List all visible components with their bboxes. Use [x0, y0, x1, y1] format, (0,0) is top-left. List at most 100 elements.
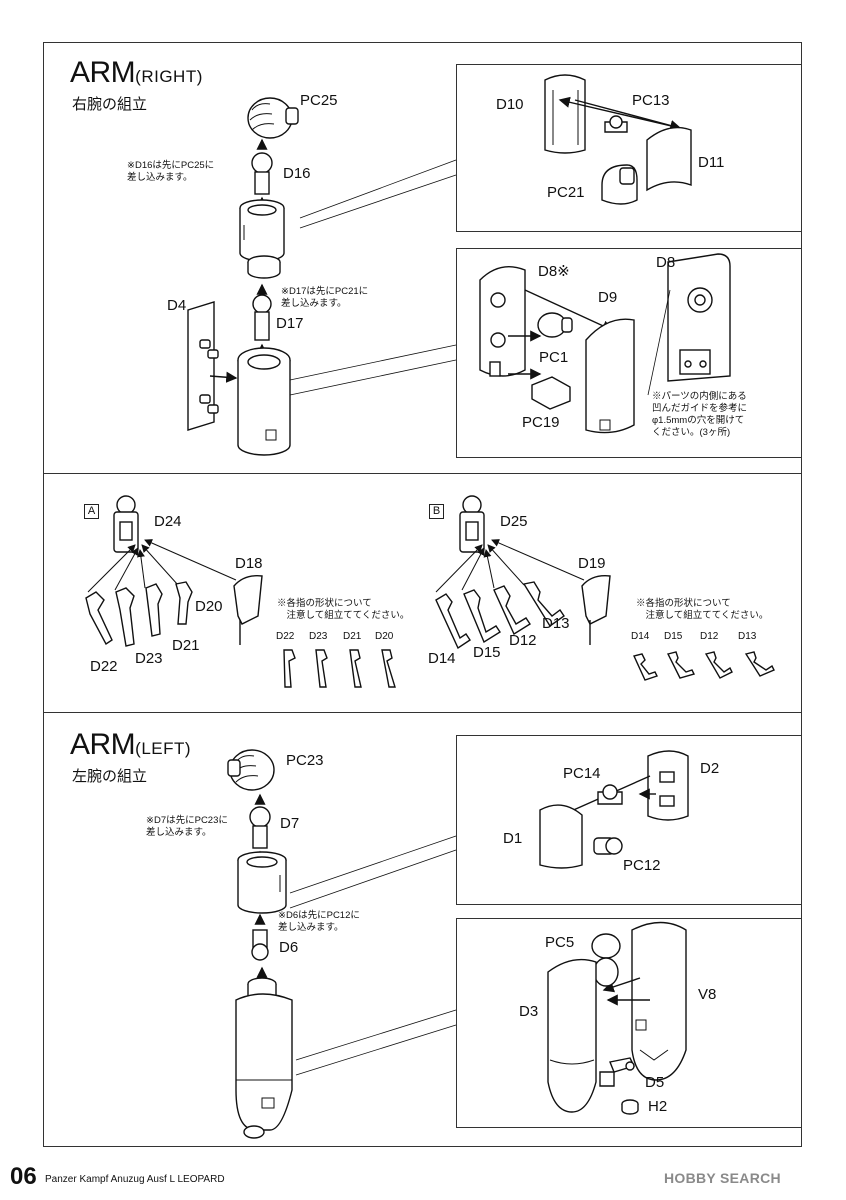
label-h2: H2	[648, 1098, 668, 1115]
h2-part	[621, 1099, 639, 1115]
label-pc14: PC14	[563, 765, 601, 782]
d3-shell	[547, 958, 597, 1113]
detail-box-d3-v8	[456, 918, 802, 1128]
watermark-logo: HOBBY SEARCH	[664, 1170, 781, 1186]
pc12-part	[593, 837, 623, 855]
d10-shell	[544, 74, 586, 154]
d8-shell	[479, 266, 526, 377]
finger-label-a-2: D21	[343, 631, 362, 642]
note-hand-b: ※各指の形状について 注意して組立ててください。	[636, 598, 769, 621]
note-d16: ※D16は先にPC25に 差し込みます。	[127, 160, 215, 183]
forearm-right	[237, 347, 291, 456]
d9-shell	[585, 318, 635, 434]
pc19-part	[531, 376, 571, 410]
hand-b-palm	[459, 495, 485, 553]
label-d10: D10	[496, 96, 524, 113]
finger-label-b-2: D12	[700, 631, 719, 642]
note-d6: ※D6は先にPC12に 差し込みます。	[278, 910, 360, 933]
label-d16: D16	[283, 165, 311, 182]
label-pc5: PC5	[545, 934, 575, 951]
label-d14: D14	[428, 650, 456, 667]
hand-b-box: B	[429, 504, 444, 519]
detail-box-d8-d9	[456, 248, 802, 458]
section-title-right-arm: ARM(RIGHT)	[70, 56, 203, 89]
d1-shell	[539, 804, 583, 869]
finger-label-b-0: D14	[631, 631, 650, 642]
v8-shell	[631, 921, 687, 1081]
page-frame	[43, 42, 802, 1147]
d2-shell	[647, 750, 689, 821]
finger-views-a	[283, 649, 396, 688]
d5-part	[599, 1057, 635, 1087]
label-d15: D15	[473, 644, 501, 661]
label-d1: D1	[503, 830, 523, 847]
label-pc1: PC1	[539, 349, 569, 366]
d8-inner-view	[647, 253, 731, 396]
note-d7: ※D7は先にPC23に 差し込みます。	[146, 815, 228, 838]
label-d8-mark: D8※	[538, 263, 570, 280]
note-hand-a: ※各指の形状について 注意して組立ててください。	[277, 598, 410, 621]
label-d3: D3	[519, 1003, 539, 1020]
detail-box-d10-d11	[456, 64, 802, 232]
label-d11: D11	[698, 154, 725, 171]
hand-a-palm	[113, 495, 139, 553]
label-pc25: PC25	[300, 92, 338, 109]
hand-a-thumb-d18	[233, 575, 263, 645]
label-d18: D18	[235, 555, 263, 572]
detail-box-d1-d2	[456, 735, 802, 905]
note-d17: ※D17は先にPC21に 差し込みます。	[281, 286, 369, 309]
note-d8: ※パーツの内側にある 凹んだガイドを参考に φ1.5mmの穴を開けて ください。…	[652, 391, 748, 438]
divider-upper	[43, 473, 802, 474]
label-d8: D8	[656, 254, 676, 271]
label-pc23: PC23	[286, 752, 324, 769]
label-d5: D5	[645, 1074, 665, 1091]
section-title-left-arm: ARM(LEFT)	[70, 728, 192, 761]
label-d24: D24	[154, 513, 182, 530]
hand-a-fingers	[85, 581, 193, 647]
label-d20: D20	[195, 598, 223, 615]
d11-shell	[646, 126, 692, 192]
hand-a-box: A	[84, 504, 99, 519]
pc23-part	[227, 749, 275, 791]
pc21-part	[601, 164, 638, 205]
pc25-part	[247, 97, 299, 139]
divider-lower	[43, 712, 802, 713]
page-number: 06	[10, 1163, 37, 1190]
label-d4: D4	[167, 297, 187, 314]
label-d7: D7	[280, 815, 300, 832]
label-d21: D21	[172, 637, 200, 654]
label-pc13: PC13	[632, 92, 670, 109]
d4-plate	[187, 301, 219, 431]
finger-label-a-0: D22	[276, 631, 295, 642]
label-pc21: PC21	[547, 184, 585, 201]
finger-label-a-1: D23	[309, 631, 328, 642]
label-d17: D17	[276, 315, 304, 332]
finger-views-b	[633, 651, 775, 681]
finger-label-a-3: D20	[375, 631, 394, 642]
pc5-part	[591, 933, 621, 987]
label-d23: D23	[135, 650, 163, 667]
label-d19: D19	[578, 555, 606, 572]
upper-arm-sleeve-left	[237, 851, 287, 914]
finger-label-b-1: D15	[664, 631, 683, 642]
label-d2: D2	[700, 760, 720, 777]
watermark-part-b: SEARCH	[715, 1170, 781, 1186]
kit-name: Panzer Kampf Anuzug Ausf L LEOPARD	[45, 1174, 225, 1185]
label-pc12: PC12	[623, 857, 661, 874]
hand-b-fingers	[435, 581, 565, 650]
finger-label-b-3: D13	[738, 631, 757, 642]
pc1-part	[537, 312, 573, 338]
label-d12: D12	[509, 632, 537, 649]
hand-b-thumb-d19	[581, 575, 611, 645]
upper-arm-sleeve-right	[239, 199, 285, 262]
section-subtitle-right: 右腕の組立	[72, 96, 148, 113]
label-v8: V8	[698, 986, 717, 1003]
label-d9: D9	[598, 289, 618, 306]
label-d13: D13	[542, 615, 570, 632]
forearm-left	[235, 977, 293, 1139]
section-subtitle-left: 左腕の組立	[72, 768, 148, 785]
label-d6: D6	[279, 939, 299, 956]
label-pc19: PC19	[522, 414, 560, 431]
label-d25: D25	[500, 513, 528, 530]
